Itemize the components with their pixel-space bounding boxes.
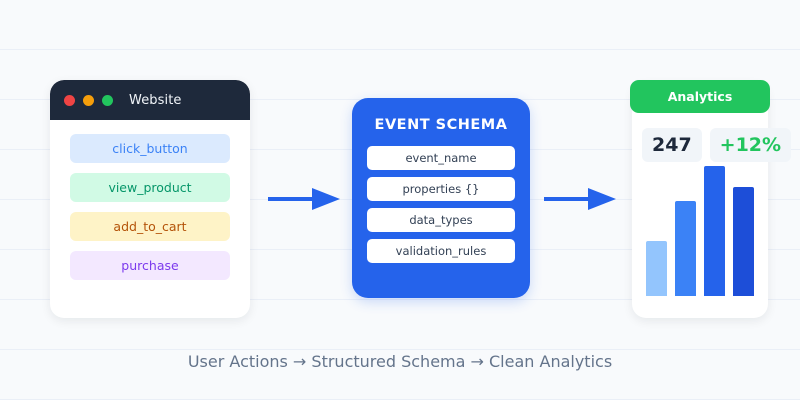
action-chip-label: view_product xyxy=(108,180,192,195)
browser-title-label: Website xyxy=(129,92,182,108)
schema-field-label: data_types xyxy=(409,213,473,227)
bar-2 xyxy=(675,201,696,296)
action-chip-click-button[interactable]: click_button xyxy=(70,134,230,163)
maximize-dot-icon[interactable] xyxy=(102,94,113,106)
analytics-badge-label: Analytics xyxy=(667,89,733,104)
website-card: Website click_button view_product add_to… xyxy=(50,80,250,318)
action-chip-label: click_button xyxy=(112,141,188,156)
schema-field-label: properties {} xyxy=(402,182,480,196)
bar-3 xyxy=(704,166,725,296)
schema-field-label: validation_rules xyxy=(395,244,487,258)
action-chip-add-to-cart[interactable]: add_to_cart xyxy=(70,212,230,241)
minimize-dot-icon[interactable] xyxy=(83,94,94,106)
bar-1 xyxy=(646,241,667,296)
schema-field-properties[interactable]: properties {} xyxy=(367,177,515,201)
stat-value-event-count: 247 xyxy=(652,134,692,156)
event-schema-card: EVENT SCHEMA event_name properties {} da… xyxy=(352,98,530,298)
stat-value-growth-delta: +12% xyxy=(719,134,782,156)
arrow-schema-to-analytics xyxy=(544,188,616,210)
schema-field-validation-rules[interactable]: validation_rules xyxy=(367,239,515,263)
arrow-website-to-schema xyxy=(268,188,340,210)
analytics-badge: Analytics xyxy=(630,80,770,113)
close-dot-icon[interactable] xyxy=(64,94,75,106)
user-action-list: click_button view_product add_to_cart pu… xyxy=(50,120,250,280)
analytics-bar-chart xyxy=(646,166,754,296)
browser-titlebar: Website xyxy=(50,80,250,120)
stat-box-event-count: 247 xyxy=(642,128,702,162)
schema-title: EVENT SCHEMA xyxy=(374,117,508,133)
schema-field-data-types[interactable]: data_types xyxy=(367,208,515,232)
action-chip-view-product[interactable]: view_product xyxy=(70,173,230,202)
analytics-card: Analytics 247 +12% xyxy=(630,80,792,318)
action-chip-label: add_to_cart xyxy=(113,219,187,234)
action-chip-purchase[interactable]: purchase xyxy=(70,251,230,280)
schema-field-list: event_name properties {} data_types vali… xyxy=(367,146,515,263)
diagram-caption: User Actions → Structured Schema → Clean… xyxy=(187,352,613,371)
schema-field-event-name[interactable]: event_name xyxy=(367,146,515,170)
stat-box-growth-delta: +12% xyxy=(709,128,792,162)
bar-4 xyxy=(733,186,754,296)
analytics-stat-row: 247 +12% xyxy=(642,128,792,162)
schema-field-label: event_name xyxy=(405,151,477,165)
action-chip-label: purchase xyxy=(121,258,179,273)
